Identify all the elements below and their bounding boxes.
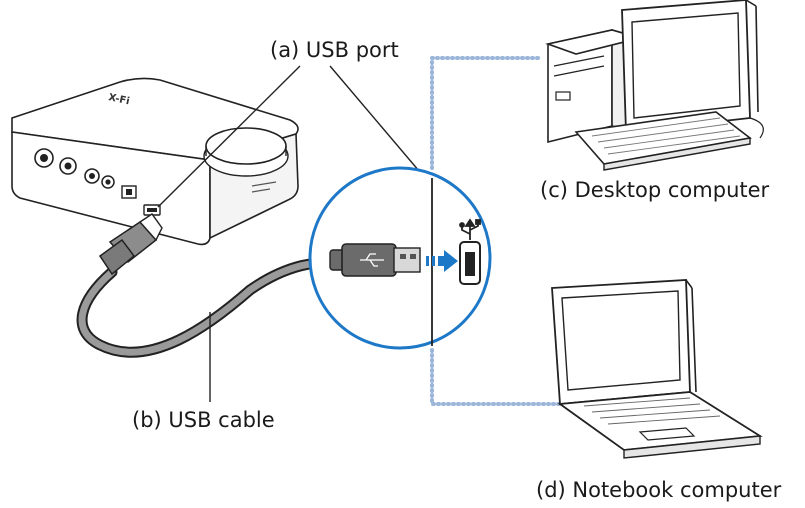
usb-cable-label: (b) USB cable <box>132 408 275 432</box>
brand-logo: X-Fi <box>107 92 130 107</box>
usb-a-plug <box>329 243 421 277</box>
usb-b-plug <box>98 213 163 276</box>
desktop-computer <box>545 0 764 171</box>
computer-usb-port <box>459 241 481 285</box>
usb-port-label: (a) USB port <box>270 38 399 62</box>
insert-arrow <box>426 250 458 272</box>
usb-icon <box>459 218 481 240</box>
volume-knob <box>203 127 289 177</box>
usb-cable <box>76 213 342 358</box>
front-jacks <box>34 148 137 199</box>
desktop-computer-label: (c) Desktop computer <box>540 178 770 202</box>
notebook-computer-label: (d) Notebook computer <box>536 478 782 502</box>
notebook-computer <box>551 279 763 459</box>
connection-dots <box>430 56 572 406</box>
magnified-view <box>308 166 492 350</box>
